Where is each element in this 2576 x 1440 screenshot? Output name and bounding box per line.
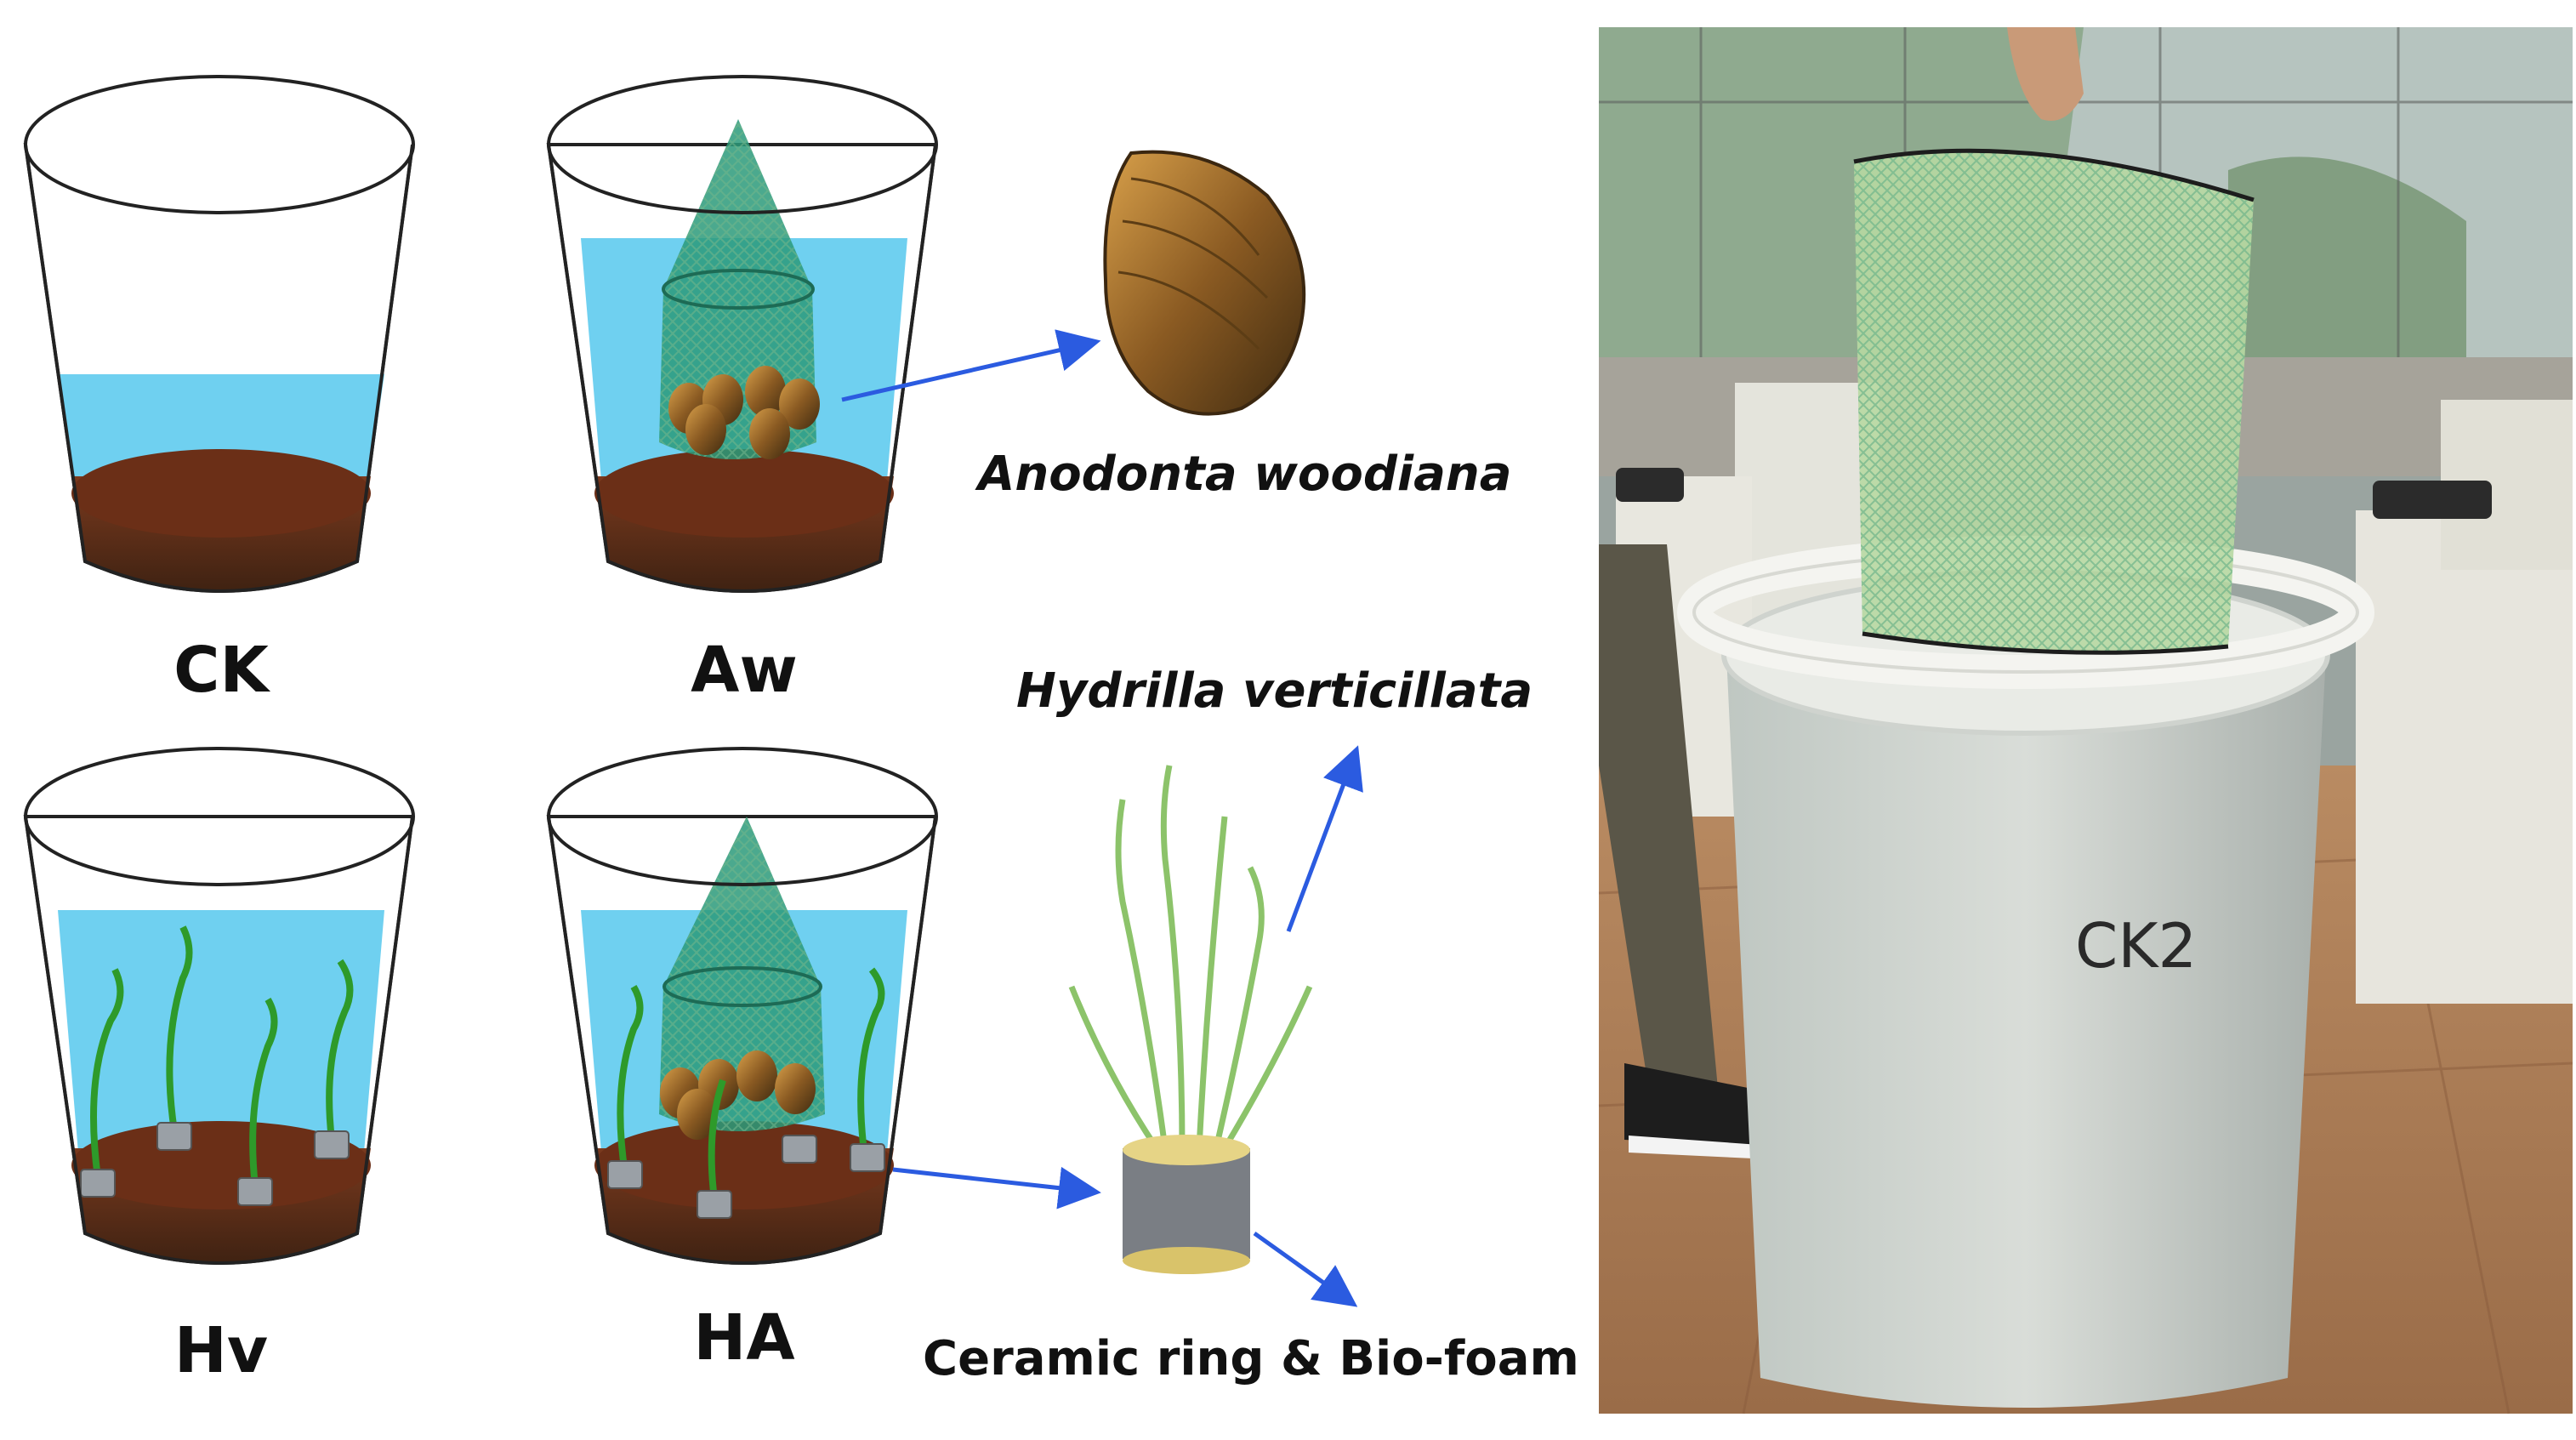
arrow-to-substrate [1253, 1231, 1358, 1307]
cup-hv [23, 747, 415, 1265]
mussels-in-net-aw [668, 366, 820, 459]
arrow-to-plant-name [1286, 745, 1363, 932]
plants-ha [617, 967, 885, 1200]
substrate-label: Ceramic ring & Bio-foam [923, 1331, 1579, 1386]
arrow-to-mussel [841, 329, 1101, 402]
mussel-illustration [1103, 150, 1306, 416]
hydrilla-illustration [1068, 765, 1313, 1274]
photo-bucket-label: CK2 [2075, 910, 2198, 982]
mussel-species-label: Anodonta woodiana [978, 447, 1512, 502]
pots-ha [607, 1135, 885, 1219]
cup-ha [546, 747, 938, 1265]
cup-ck [23, 75, 415, 593]
ceramic-pot [1123, 1135, 1250, 1274]
group-label-hv: Hv [173, 1314, 269, 1387]
group-label-ck: CK [173, 634, 269, 707]
group-label-ha: HA [693, 1301, 795, 1375]
group-label-aw: Aw [691, 634, 798, 707]
mesh-net-ha [659, 817, 825, 1131]
pots-hv [80, 1122, 350, 1206]
photo-panel [1598, 27, 2573, 1414]
photo-mesh-net [1853, 148, 2255, 655]
plants-hv [90, 925, 354, 1187]
arrow-to-pot [892, 1166, 1101, 1209]
cup-aw [546, 75, 938, 593]
plant-species-label: Hydrilla verticillata [1016, 663, 1533, 719]
arrows [841, 329, 1363, 1307]
